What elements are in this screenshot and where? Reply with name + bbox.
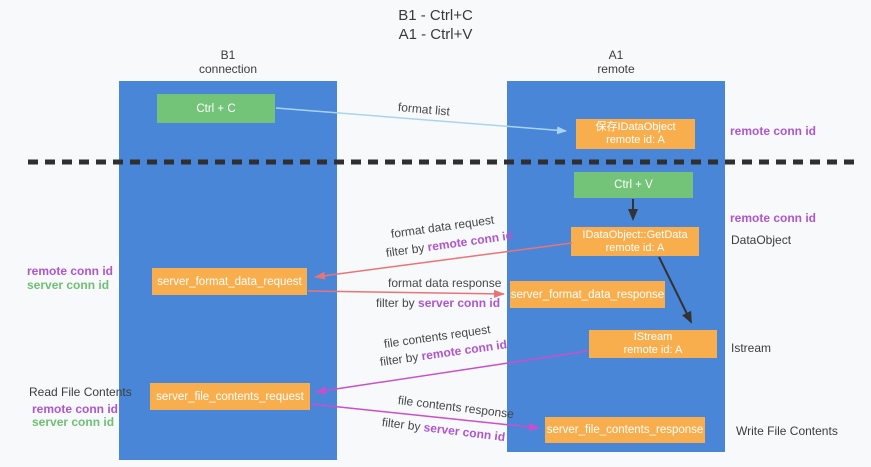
node-file-request-label: server_file_contents_request	[156, 390, 304, 403]
node-idataobject-getdata: IDataObject::GetData remote id: A	[571, 227, 699, 256]
annotation-remote-conn-id-file: remote conn id	[32, 402, 119, 416]
annotation-remote-conn-id-top: remote conn id	[730, 124, 817, 138]
arrow-format-data-response	[307, 289, 505, 298]
node-istream: IStream remote id: A	[589, 330, 717, 358]
filter-by-text: filter by	[381, 415, 425, 435]
lifeline-b1-subtitle: connection	[198, 62, 258, 76]
node-save-idataobject-line1: 保存IDataObject	[595, 121, 676, 133]
filter-key-server: server conn id	[418, 296, 501, 310]
annotation-remote-conn-id-getdata: remote conn id	[730, 211, 817, 225]
title-line-1: B1 - Ctrl+C	[398, 7, 473, 24]
annotation-istream: Istream	[731, 341, 772, 355]
annotation-remote-conn-id-fmt: remote conn id	[27, 264, 114, 278]
annotation-write-file-contents: Write File Contents	[736, 424, 838, 438]
label-filter-server-fmt: filter by server conn id	[376, 296, 500, 310]
lifeline-a1-name: A1	[608, 48, 624, 62]
lifeline-header-b1: B1 connection	[119, 48, 337, 76]
filter-by-text: filter by	[385, 240, 429, 260]
lifeline-a1-subtitle: remote	[597, 62, 635, 76]
node-file-response-label: server_file_contents_response	[546, 424, 704, 436]
label-file-contents-response: file contents response	[397, 393, 515, 422]
lifeline-b1-name: B1	[220, 48, 236, 62]
node-save-idataobject: 保存IDataObject remote id: A	[576, 119, 695, 149]
lifeline-header-a1: A1 remote	[507, 48, 725, 76]
node-server-format-data-request: server_format_data_request	[152, 268, 307, 295]
node-ctrl-c-label: Ctrl + C	[196, 102, 236, 115]
node-ctrl-v-label: Ctrl + V	[614, 179, 653, 191]
annotation-server-conn-id-file: server conn id	[32, 415, 115, 429]
annotation-dataobject: DataObject	[731, 233, 792, 247]
node-format-request-label: server_format_data_request	[157, 275, 302, 288]
node-ctrl-c: Ctrl + C	[157, 94, 275, 123]
node-server-file-contents-request: server_file_contents_request	[150, 383, 310, 410]
node-getdata-line1: IDataObject::GetData	[582, 228, 688, 241]
label-format-list: format list	[397, 100, 451, 119]
filter-by-text: filter by	[376, 296, 419, 310]
label-filter-server-file: filter by server conn id	[381, 415, 506, 444]
node-getdata-line2: remote id: A	[605, 241, 665, 254]
node-istream-line1: IStream	[633, 331, 673, 343]
annotation-server-conn-id-fmt: server conn id	[27, 278, 110, 292]
title-line-2: A1 - Ctrl+V	[398, 26, 473, 43]
node-istream-line2: remote id: A	[623, 344, 683, 356]
filter-key-server: server conn id	[422, 420, 506, 445]
node-format-response-label: server_format_data_response	[510, 288, 665, 301]
label-format-data-response: format data response	[388, 276, 502, 290]
annotation-read-file-contents: Read File Contents	[29, 385, 132, 399]
node-server-file-contents-response: server_file_contents_response	[545, 417, 705, 443]
node-server-format-data-response: server_format_data_response	[510, 281, 665, 308]
diagram-title: B1 - Ctrl+C A1 - Ctrl+V	[0, 6, 871, 44]
node-ctrl-v: Ctrl + V	[574, 172, 693, 198]
node-save-idataobject-line2: remote id: A	[606, 134, 665, 146]
filter-by-text: filter by	[379, 349, 423, 369]
